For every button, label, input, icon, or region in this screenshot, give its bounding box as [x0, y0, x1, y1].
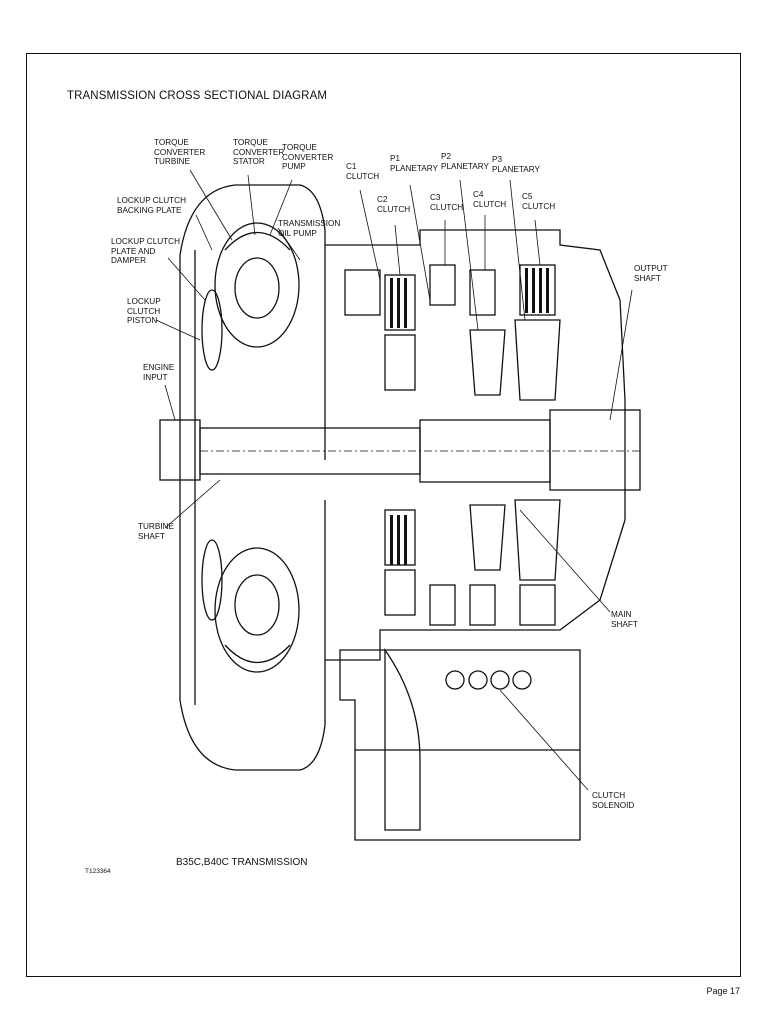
label-output-shaft: OUTPUT SHAFT [634, 264, 668, 283]
label-torque-converter-pump: TORQUE CONVERTER PUMP [282, 143, 334, 172]
label-engine-input: ENGINE INPUT [143, 363, 175, 382]
converter-housing-top [179, 184, 326, 460]
label-c4-clutch: C4 CLUTCH [473, 190, 507, 209]
label-lockup-clutch-piston: LOCKUP CLUTCH PISTON [127, 297, 161, 326]
label-p2-planetary: P2 PLANETARY [441, 152, 489, 171]
label-c5-clutch: C5 CLUTCH [522, 192, 556, 211]
label-clutch-solenoid: CLUTCH SOLENOID [592, 791, 635, 810]
output-shaft [549, 409, 641, 491]
label-c1-clutch: C1 CLUTCH [346, 162, 380, 181]
label-torque-converter-turbine: TORQUE CONVERTER TURBINE [154, 138, 206, 167]
label-lockup-clutch-plate-damper: LOCKUP CLUTCH PLATE AND DAMPER [111, 237, 181, 266]
diagram-title: TRANSMISSION CROSS SECTIONAL DIAGRAM [67, 90, 328, 102]
main-shaft [419, 419, 551, 483]
label-transmission-oil-pump: TRANSMISSION OIL PUMP [278, 219, 341, 238]
converter-housing-bottom [179, 500, 326, 771]
p2-planetary [469, 329, 506, 396]
c3-clutch-pack [429, 264, 456, 306]
label-p1-planetary: P1 PLANETARY [390, 154, 438, 173]
page-number: Page 17 [706, 986, 740, 996]
figure-code: T123364 [85, 868, 111, 875]
c4-clutch-pack [469, 269, 496, 316]
valve-body [339, 649, 581, 841]
label-c2-clutch: C2 CLUTCH [377, 195, 411, 214]
torus-lower [214, 547, 300, 673]
page-frame [26, 53, 741, 977]
model-caption: B35C,B40C TRANSMISSION [176, 857, 308, 868]
label-p3-planetary: P3 PLANETARY [492, 155, 540, 174]
torus-upper [214, 222, 300, 348]
label-turbine-shaft: TURBINE SHAFT [138, 522, 174, 541]
label-torque-converter-stator: TORQUE CONVERTER STATOR [233, 138, 285, 167]
c5-clutch-pack [519, 264, 556, 316]
p3-planetary [514, 319, 561, 401]
main-case-bottom [325, 519, 626, 661]
label-main-shaft: MAIN SHAFT [611, 610, 638, 629]
label-lockup-clutch-backing-plate: LOCKUP CLUTCH BACKING PLATE [117, 196, 187, 215]
label-c3-clutch: C3 CLUTCH [430, 193, 464, 212]
